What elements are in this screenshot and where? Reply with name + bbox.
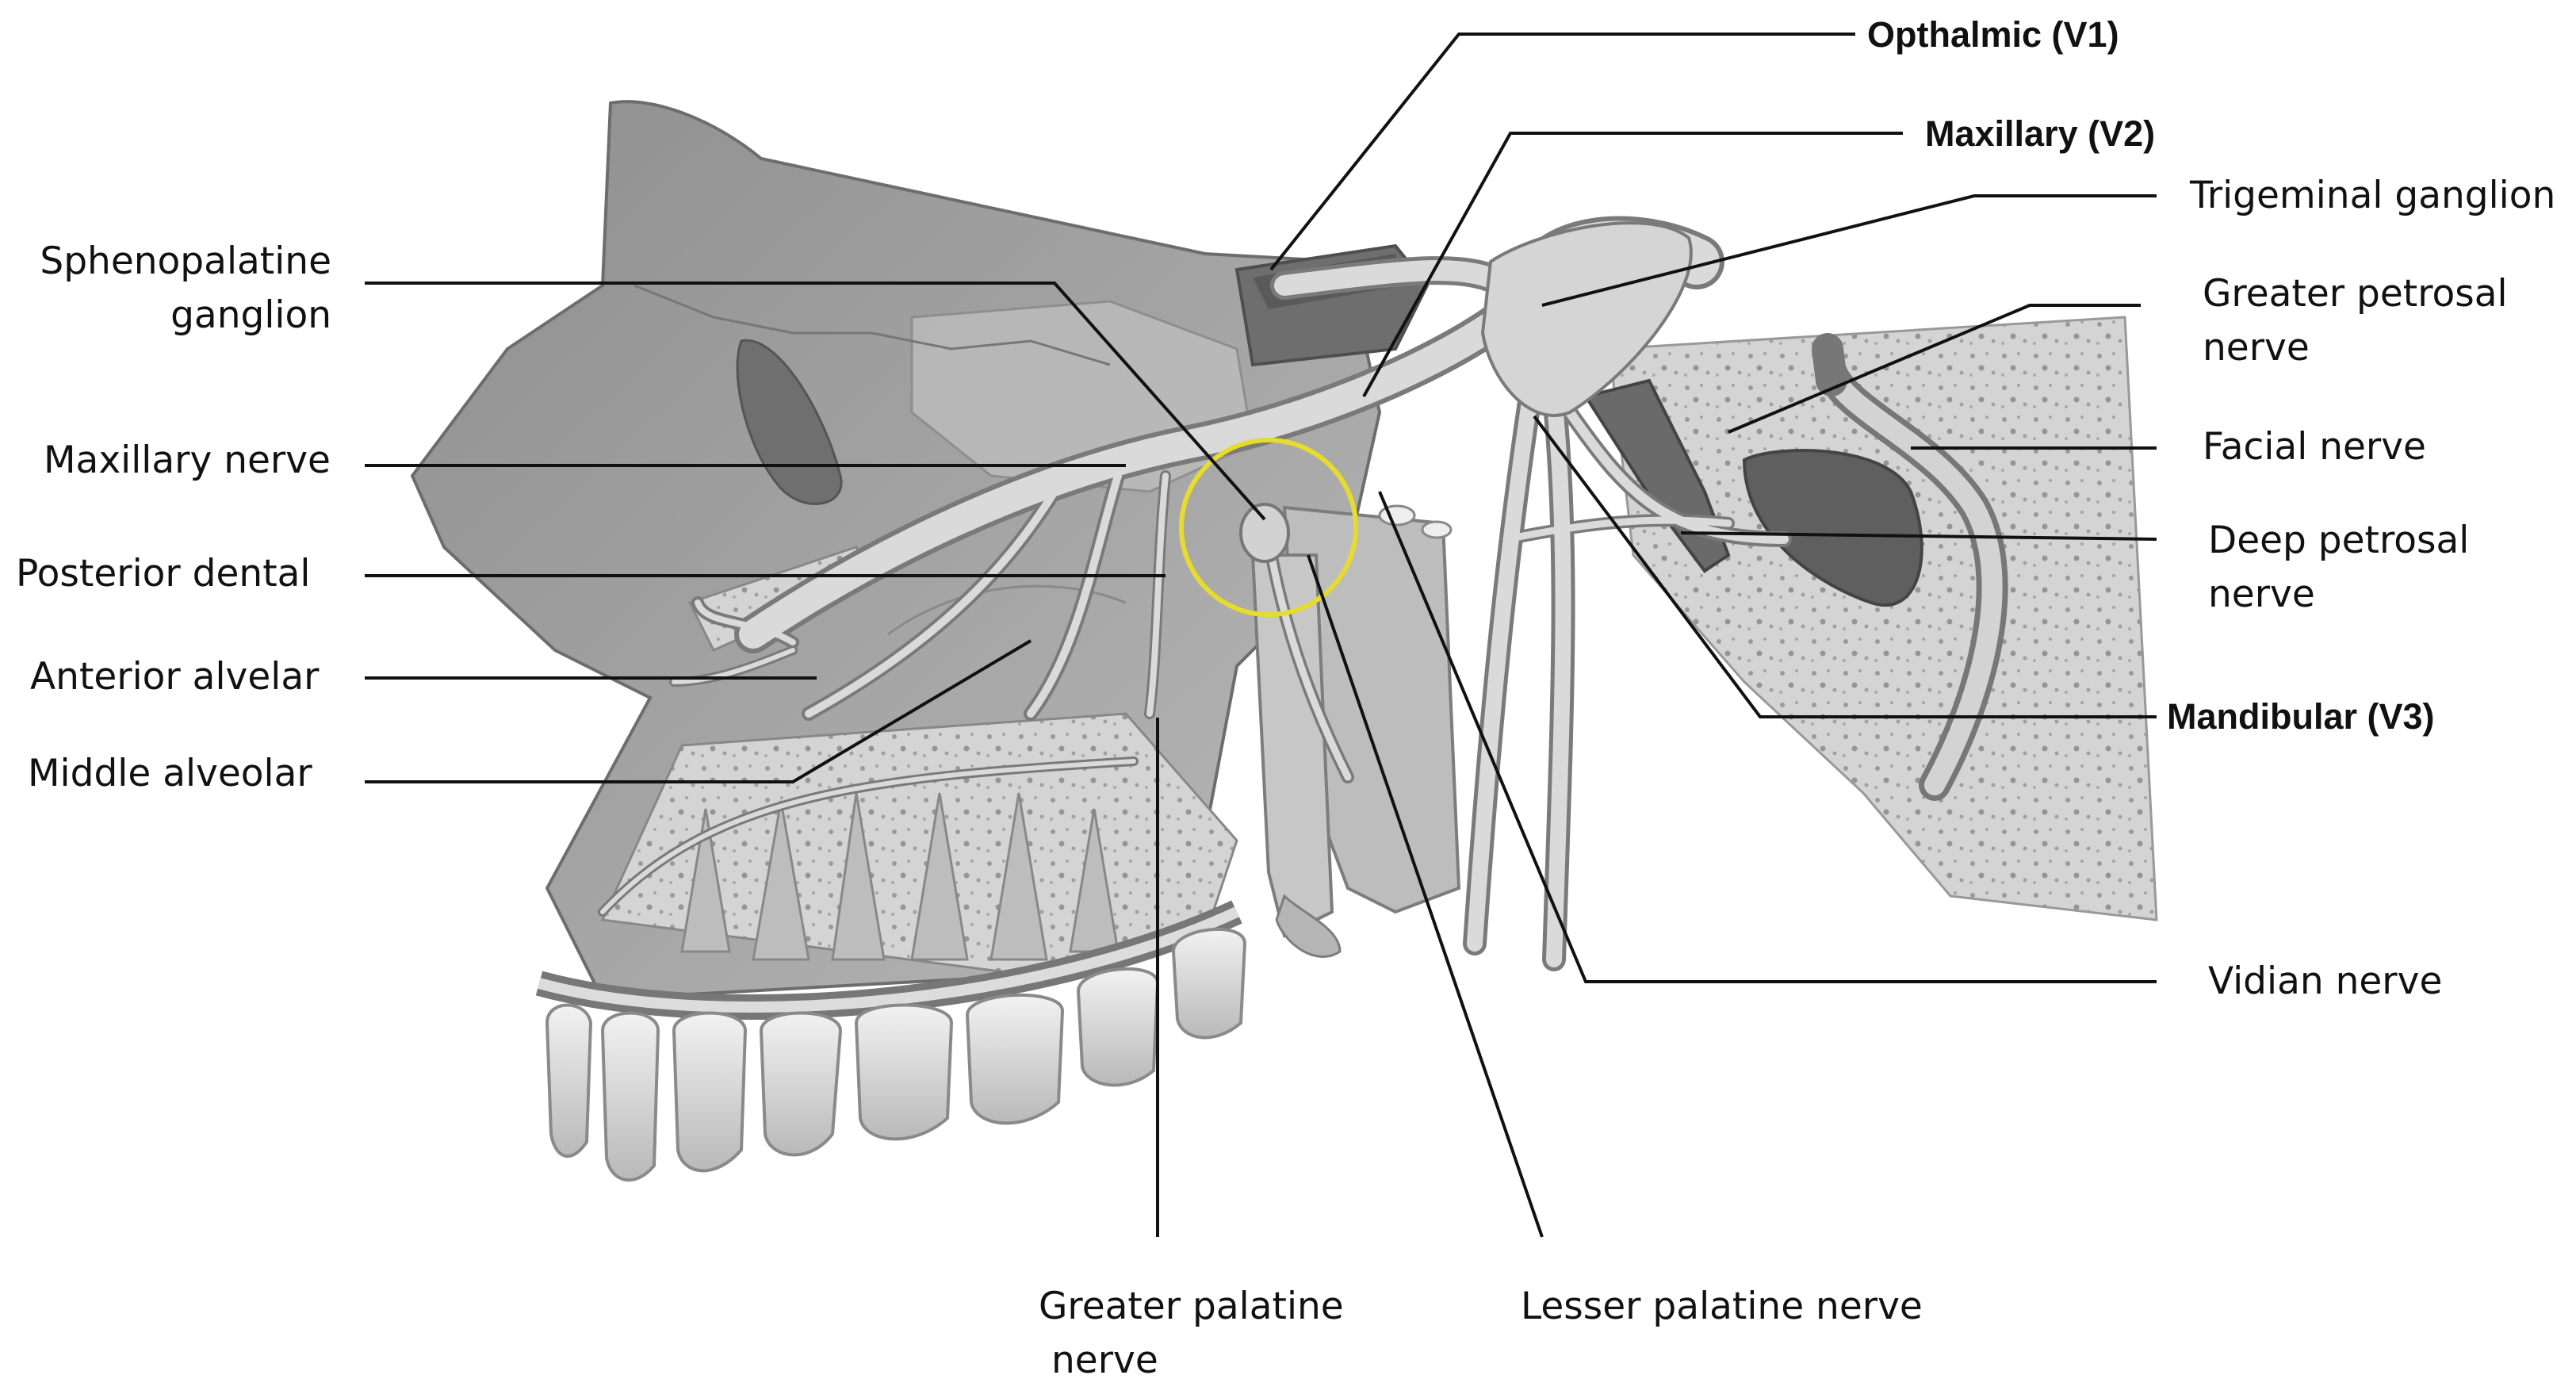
- leader-trigeminal: [1541, 194, 2157, 307]
- foramen: [1378, 504, 1416, 527]
- trigeminal-ganglion-body: [1480, 221, 1693, 417]
- carotid-canal: [1742, 449, 1923, 607]
- label-greater-palatine-nerve: Greater palatine nerve: [1039, 1280, 1344, 1388]
- sphenopalatine-ganglion-body: [1239, 503, 1290, 563]
- label-deep-petrosal-line2: nerve: [2208, 573, 2315, 616]
- label-greater-petrosal-line1: Greater petrosal: [2203, 272, 2508, 316]
- leader-lines: [365, 33, 2157, 1238]
- label-sphenopalatine-line1: Sphenopalatine: [40, 239, 331, 283]
- leader-lesser-palatine: [1307, 554, 1544, 1238]
- leader-middle-alveolar: [365, 639, 1032, 783]
- label-anterior-alvelar: Anterior alvelar: [30, 655, 320, 699]
- label-trigeminal-ganglion: Trigeminal ganglion: [2190, 174, 2556, 217]
- label-vidian-nerve: Vidian nerve: [2208, 959, 2443, 1003]
- label-greater-petrosal-line2: nerve: [2203, 326, 2310, 370]
- leader-maxillary-v2: [1362, 132, 1903, 397]
- leader-deep-petrosal: [1680, 531, 2157, 541]
- leader-opthalmic: [1269, 33, 1855, 271]
- label-mandibular-v3: Mandibular (V3): [2167, 696, 2435, 737]
- label-facial-nerve: Facial nerve: [2203, 425, 2426, 469]
- teeth: [545, 927, 1247, 1182]
- label-greater-palatine-line2: nerve: [1051, 1339, 1158, 1382]
- label-deep-petrosal-line1: Deep petrosal: [2208, 519, 2470, 562]
- label-greater-petrosal-nerve: Greater petrosal nerve: [2203, 267, 2508, 375]
- label-middle-alveolar: Middle alveolar: [28, 752, 312, 795]
- label-opthalmic: Opthalmic (V1): [1867, 14, 2119, 55]
- highlight-circle: [1179, 438, 1358, 617]
- leader-vidian: [1378, 491, 2157, 983]
- label-greater-palatine-line1: Greater palatine: [1039, 1285, 1344, 1328]
- leader-sphenopalatine: [365, 282, 1266, 521]
- label-posterior-dental: Posterior dental: [16, 552, 311, 596]
- label-sphenopalatine-ganglion: Sphenopalatine ganglion: [24, 235, 331, 343]
- label-sphenopalatine-line2: ganglion: [170, 293, 331, 337]
- leader-greater-petrosal: [1728, 304, 2141, 434]
- label-lesser-palatine-nerve: Lesser palatine nerve: [1521, 1285, 1923, 1328]
- label-maxillary-nerve: Maxillary nerve: [44, 439, 331, 482]
- label-maxillary-v2: Maxillary (V2): [1925, 113, 2156, 154]
- leader-mandibular: [1533, 415, 2157, 718]
- tooth-roots: [680, 792, 1120, 961]
- orbit: [736, 339, 843, 505]
- label-deep-petrosal-nerve: Deep petrosal nerve: [2208, 514, 2469, 622]
